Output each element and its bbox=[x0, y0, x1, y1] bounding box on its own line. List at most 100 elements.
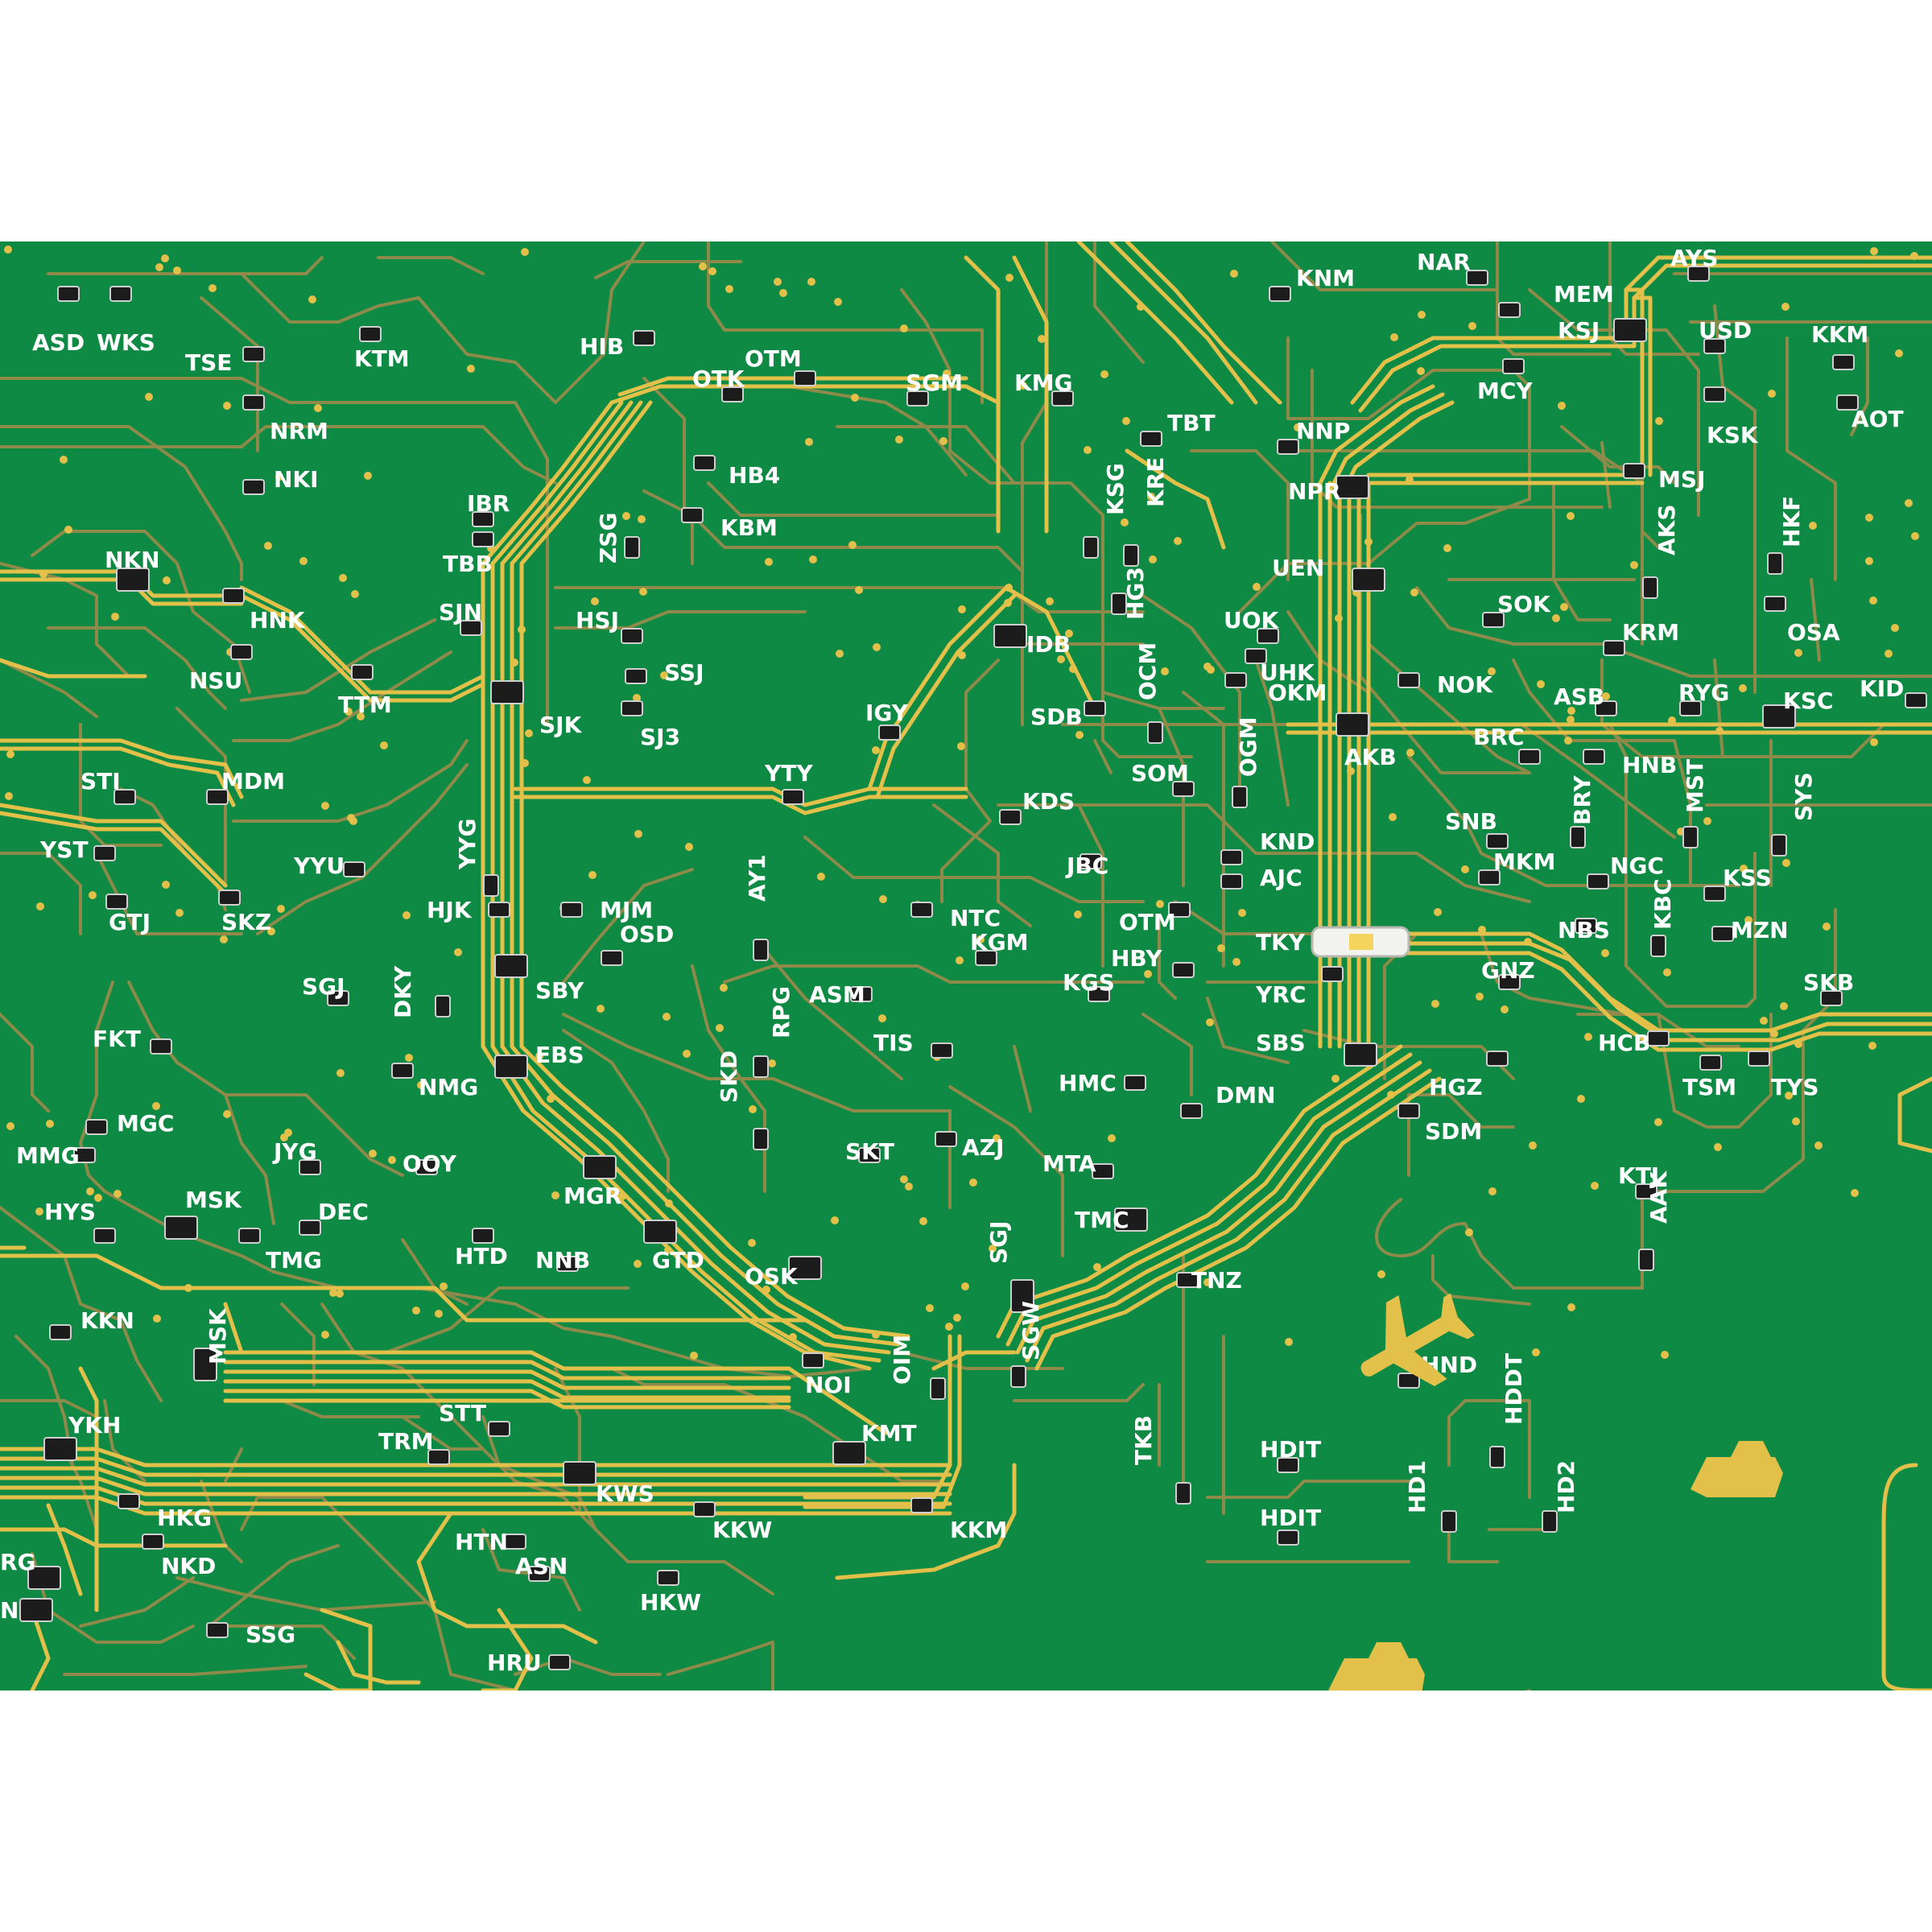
station-label: HNB bbox=[1622, 752, 1677, 778]
station-label: TKB bbox=[1130, 1415, 1157, 1465]
via-dot bbox=[152, 1102, 160, 1110]
via-dot bbox=[588, 871, 597, 879]
station-chip bbox=[1905, 692, 1927, 708]
via-dot bbox=[173, 266, 181, 275]
station-chip bbox=[1010, 1365, 1026, 1388]
station-chip bbox=[1498, 974, 1521, 990]
via-dot bbox=[1781, 303, 1790, 311]
station-label: STI bbox=[80, 768, 121, 795]
airplane-icon bbox=[1360, 1293, 1475, 1386]
via-dot bbox=[1005, 584, 1013, 592]
via-dot bbox=[597, 1005, 605, 1013]
station-dky: DKY bbox=[390, 965, 451, 1018]
station-rg: RG bbox=[0, 1549, 61, 1590]
via-dot bbox=[708, 267, 716, 275]
station-chip bbox=[1682, 826, 1699, 848]
station-krm: KRM bbox=[1603, 619, 1679, 656]
station-chip bbox=[794, 370, 816, 386]
station-hjk: HJK bbox=[427, 897, 510, 923]
station-mdm: MDM bbox=[206, 768, 285, 805]
station-ays: AYS bbox=[1670, 245, 1718, 282]
station-chip bbox=[930, 1377, 946, 1400]
station-label: NAR bbox=[1417, 249, 1471, 275]
station-label: HBY bbox=[1111, 945, 1162, 972]
station-chip bbox=[1111, 592, 1127, 615]
via-dot bbox=[1285, 1338, 1293, 1346]
via-dot bbox=[685, 843, 693, 851]
station-chip bbox=[1220, 849, 1243, 865]
station-tis: TIS bbox=[873, 1030, 953, 1059]
via-dot bbox=[993, 1134, 1001, 1142]
station-label: HCB bbox=[1598, 1030, 1650, 1056]
station-chip bbox=[218, 890, 241, 906]
via-dot bbox=[1406, 476, 1414, 484]
station-chip bbox=[721, 386, 744, 402]
via-dot bbox=[417, 1081, 425, 1089]
station-chip bbox=[1486, 833, 1509, 849]
station-chip bbox=[681, 507, 704, 523]
station-hdit2: HDIT bbox=[1260, 1505, 1321, 1546]
station-mem: MEM bbox=[1498, 281, 1614, 318]
station-chip bbox=[1595, 700, 1617, 716]
station-label: ASN bbox=[515, 1553, 568, 1579]
via-dot bbox=[1577, 1095, 1585, 1103]
station-tsm: TSM bbox=[1682, 1055, 1736, 1100]
via-dot bbox=[314, 404, 322, 412]
station-chip bbox=[935, 1131, 957, 1147]
station-hby: HBY bbox=[1111, 945, 1195, 978]
station-chip bbox=[931, 1042, 953, 1059]
station-label: SGJ bbox=[302, 973, 345, 1000]
station-tmg: TMG bbox=[238, 1228, 322, 1274]
station-kkm2: KKM bbox=[910, 1497, 1007, 1543]
station-label: HKF bbox=[1778, 496, 1805, 547]
station-chip bbox=[753, 939, 769, 961]
station-mmg: MMG bbox=[16, 1142, 96, 1169]
station-chip bbox=[460, 620, 482, 636]
station-label: OTM bbox=[1119, 909, 1176, 935]
station-label: UHK bbox=[1260, 659, 1315, 686]
station-sgm: SGM bbox=[906, 369, 963, 407]
station-uhk: UHK bbox=[1245, 648, 1315, 686]
station-chip bbox=[488, 1421, 510, 1437]
station-nki: NKI bbox=[242, 466, 319, 495]
via-dot bbox=[1084, 446, 1092, 454]
station-ryg: RYG bbox=[1678, 679, 1729, 716]
station-chip bbox=[327, 990, 349, 1006]
via-dot bbox=[153, 1315, 161, 1323]
via-dot bbox=[175, 909, 184, 917]
station-hmc: HMC bbox=[1059, 1070, 1146, 1096]
station-chip bbox=[993, 624, 1027, 648]
station-label: KSG bbox=[1102, 463, 1129, 515]
station-label: NOK bbox=[1437, 671, 1493, 698]
station-label: HNK bbox=[250, 607, 306, 634]
station-nbs: NBS bbox=[1558, 917, 1610, 943]
via-dot bbox=[467, 365, 475, 373]
via-dot bbox=[1417, 367, 1425, 375]
via-dot bbox=[1335, 614, 1343, 622]
station-hkg: HKG bbox=[118, 1493, 212, 1531]
via-dot bbox=[879, 895, 887, 903]
ship-icon bbox=[1690, 1441, 1783, 1497]
station-igy: IGY bbox=[865, 700, 909, 741]
via-dot bbox=[660, 671, 668, 679]
station-label: EBS bbox=[535, 1042, 584, 1068]
via-dot bbox=[1794, 1040, 1802, 1048]
via-dot bbox=[765, 558, 773, 566]
station-chip bbox=[1232, 786, 1248, 808]
station-chip bbox=[391, 1063, 414, 1079]
station-chip bbox=[1575, 918, 1597, 934]
station-label: OOY bbox=[402, 1150, 457, 1177]
station-chip bbox=[693, 455, 716, 471]
via-dot bbox=[618, 1192, 626, 1200]
station-label: KID bbox=[1860, 675, 1904, 702]
station-chip bbox=[1083, 536, 1099, 559]
station-chip bbox=[1836, 394, 1859, 411]
station-usd: USD bbox=[1699, 317, 1752, 354]
via-dot bbox=[1630, 561, 1638, 569]
via-dot bbox=[223, 1110, 231, 1118]
station-chip bbox=[1489, 1446, 1505, 1468]
station-chip bbox=[1498, 302, 1521, 318]
via-dot bbox=[943, 369, 951, 378]
station-label: AY1 bbox=[744, 854, 770, 902]
via-dot bbox=[521, 759, 529, 767]
